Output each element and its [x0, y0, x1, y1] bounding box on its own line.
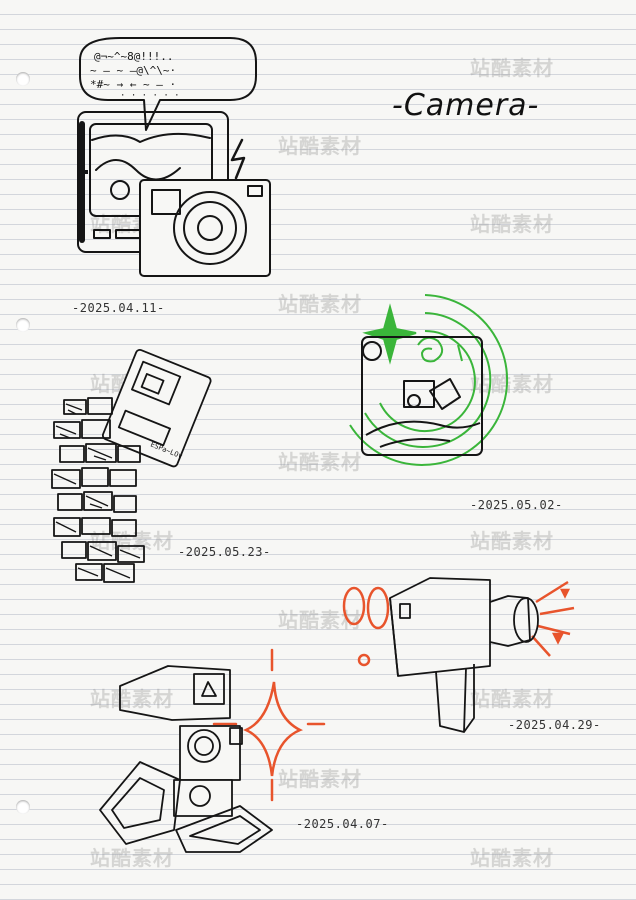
binder-hole — [16, 318, 30, 332]
bubble-text-line1: @¬~^~8@!!!.. — [94, 50, 173, 63]
watermark: 站酷素材 — [278, 292, 362, 316]
watermark: 站酷素材 — [278, 767, 362, 791]
bubble-text-line4: · · · · · · — [120, 91, 180, 101]
watermark: 站酷素材 — [278, 450, 362, 474]
watermark: 站酷素材 — [470, 56, 554, 80]
watermark: 站酷素材 — [470, 212, 554, 236]
date-label: -2025.04.29- — [508, 718, 601, 732]
date-label: -2025.05.23- — [178, 545, 271, 559]
movie-camera-sketch — [342, 577, 575, 733]
tv-camera-sketch: @¬~^~8@!!!.. ~ — ~ —@\^\~· *#~ → ← ~ — ·… — [77, 37, 271, 277]
watermark: 站酷素材 — [470, 529, 554, 553]
binder-hole — [16, 800, 30, 814]
binder-hole — [16, 72, 30, 86]
bubble-text-line3: *#~ → ← ~ — · — [90, 78, 176, 91]
watermark: 站酷素材 — [470, 687, 554, 711]
green-camera-sketch — [349, 294, 509, 466]
watermark: 站酷素材 — [470, 372, 554, 396]
date-label: -2025.04.11- — [72, 301, 165, 315]
bubble-text-line2: ~ — ~ —@\^\~· — [90, 64, 176, 77]
watermark: 站酷素材 — [90, 846, 174, 870]
watermark: 站酷素材 — [90, 529, 174, 553]
date-label: -2025.04.07- — [296, 817, 389, 831]
brick-wall-camera-sketch: ESPa~LOv — [51, 348, 212, 583]
watermark: 站酷素材 — [90, 687, 174, 711]
stacked-cameras-sketch — [99, 648, 326, 853]
page-title: -Camera- — [392, 88, 540, 123]
date-label: -2025.05.02- — [470, 498, 563, 512]
watermark: 站酷素材 — [470, 846, 554, 870]
watermark: 站酷素材 — [278, 134, 362, 158]
